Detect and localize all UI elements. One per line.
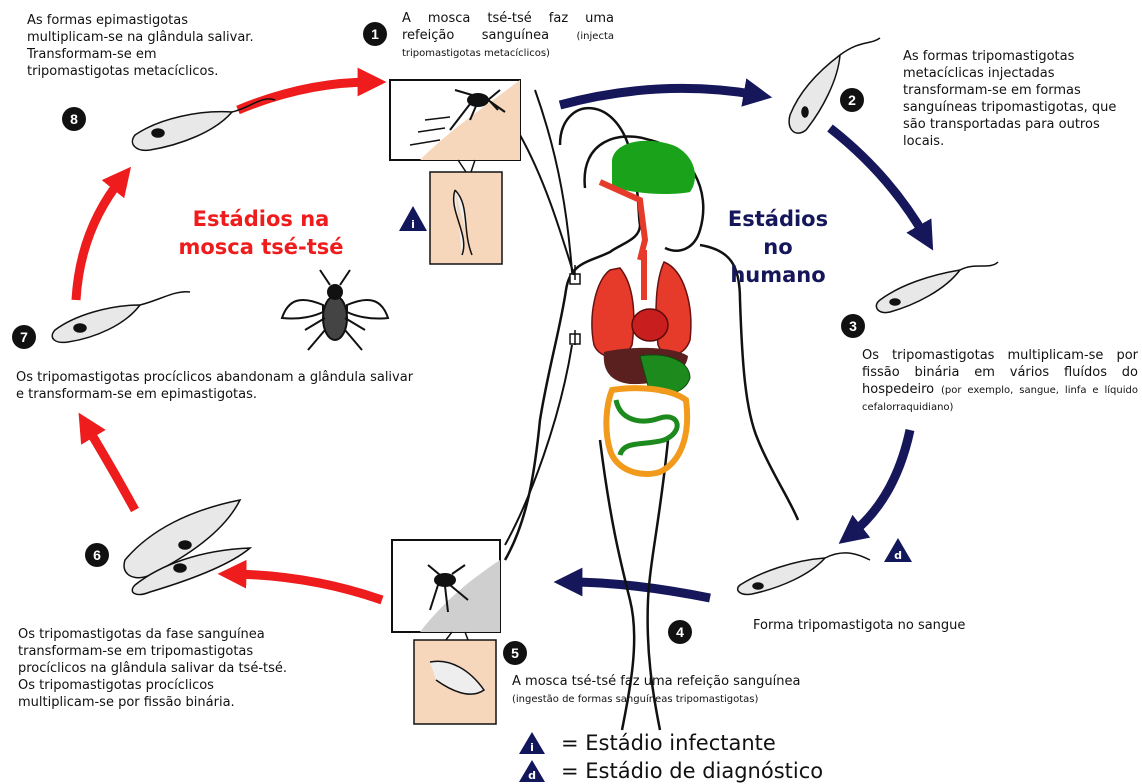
stage-5-text: A mosca tsé-tsé faz uma refeição sanguín… <box>512 673 884 707</box>
human-stages-heading: Estádios no humano <box>718 205 838 289</box>
human-heading-line-2: humano <box>718 261 838 289</box>
stage-7-text: Os tripomastigotas procíclicos abandonam… <box>16 369 421 403</box>
stage-4-badge: 4 <box>668 620 692 644</box>
svg-text:8: 8 <box>70 111 78 127</box>
fly-stage-arrows <box>76 82 382 600</box>
parasite-stage-3 <box>876 262 998 313</box>
stage-3-badge: 3 <box>841 314 865 338</box>
parasite-stage-6 <box>124 500 250 594</box>
stage-8-badge: 8 <box>62 107 86 131</box>
bite-panel-top <box>390 80 520 264</box>
stage-2-text: As formas tripomastigotas metacíclicas i… <box>903 48 1135 150</box>
arrow-7-to-8 <box>76 178 122 300</box>
fly-stages-heading: Estádios na mosca tsé-tsé <box>176 205 346 261</box>
svg-text:i: i <box>530 741 534 754</box>
stage-7-badge: 7 <box>12 325 36 349</box>
svg-text:5: 5 <box>511 645 519 661</box>
stage-8-text: As formas epimastigotas multiplicam-se n… <box>27 12 257 80</box>
lung-left <box>592 268 634 357</box>
stage-1-badge: 1 <box>363 22 387 46</box>
stage-5-main: A mosca tsé-tsé faz uma refeição sanguín… <box>512 674 800 689</box>
fly-heading-line-1: Estádios na <box>176 205 346 233</box>
diagnostic-stage-marker: d <box>884 538 912 562</box>
svg-text:1: 1 <box>371 26 379 42</box>
svg-text:3: 3 <box>849 318 857 334</box>
diagnostic-legend-icon: d <box>519 760 545 782</box>
legend-diagnostic: d = Estádio de diagnóstico <box>519 759 823 783</box>
bite-panel-bottom <box>392 540 500 724</box>
svg-text:2: 2 <box>848 92 856 108</box>
arrow-8-to-1 <box>238 82 372 110</box>
tsetse-fly-illustration <box>282 270 388 350</box>
stage-5-badge: 5 <box>503 641 527 665</box>
parasite-stage-4 <box>738 553 870 594</box>
svg-text:4: 4 <box>676 624 684 640</box>
stage-6-text: Os tripomastigotas da fase sanguínea tra… <box>18 626 290 711</box>
arrow-3-to-4 <box>850 430 910 535</box>
brain <box>612 141 695 194</box>
svg-text:d: d <box>528 769 536 782</box>
stage-3-text: Os tripomastigotas multiplicam-se por fi… <box>862 347 1138 415</box>
svg-text:7: 7 <box>20 329 28 345</box>
arrow-4-to-5 <box>568 582 710 598</box>
stage-4-text: Forma tripomastigota no sangue <box>753 617 1013 634</box>
stage-1-text: A mosca tsé-tsé faz uma refeição sanguín… <box>402 10 614 61</box>
stage-2-badge: 2 <box>840 88 864 112</box>
arrow-1-to-2 <box>560 88 758 105</box>
diagnostic-legend-label: = Estádio de diagnóstico <box>561 759 823 783</box>
svg-text:d: d <box>894 549 902 562</box>
parasite-stage-2 <box>789 38 880 133</box>
human-heading-line-1: Estádios no <box>718 205 838 261</box>
stage-5-detail: (ingestão de formas sanguíneas tripomast… <box>512 694 758 705</box>
stage-6-badge: 6 <box>85 543 109 567</box>
arrow-6-to-7 <box>86 425 135 510</box>
lung-right <box>656 262 691 355</box>
svg-text:i: i <box>411 218 415 231</box>
infective-stage-marker: i <box>399 206 427 231</box>
arrow-5-to-6 <box>232 574 382 600</box>
legend-infective: i = Estádio infectante <box>519 731 776 755</box>
infective-legend-label: = Estádio infectante <box>561 731 776 755</box>
heart <box>632 309 668 341</box>
infective-legend-icon: i <box>519 732 545 754</box>
svg-text:6: 6 <box>93 547 101 563</box>
fly-heading-line-2: mosca tsé-tsé <box>176 233 346 261</box>
